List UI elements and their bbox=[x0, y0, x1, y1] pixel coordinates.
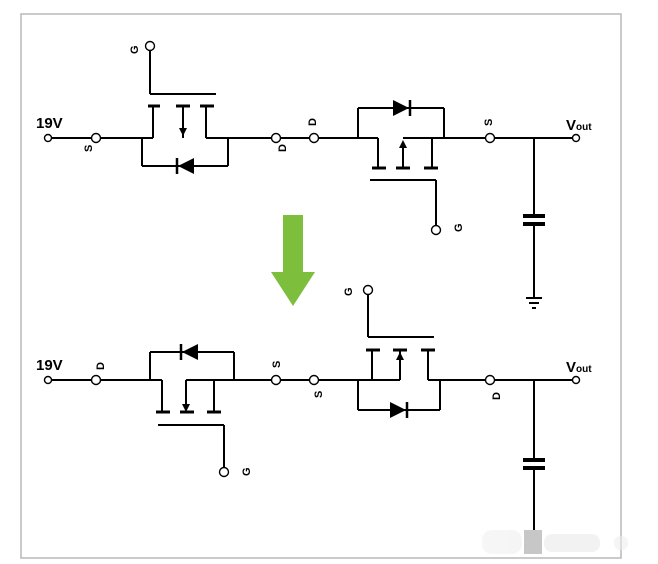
bottom-input-terminal bbox=[43, 375, 53, 385]
bottom-q2-drain-terminal bbox=[484, 374, 496, 386]
bottom-q2-source-label: S bbox=[313, 391, 325, 398]
bottom-q1-gate-label: G bbox=[241, 467, 253, 476]
top-q1-drain-label: D bbox=[277, 144, 289, 152]
bottom-q2-gate-label: G bbox=[343, 287, 355, 296]
top-q1-source-terminal bbox=[90, 132, 102, 144]
bottom-q1-mosfet bbox=[149, 344, 235, 468]
top-q1-gate-label: G bbox=[129, 45, 141, 54]
bottom-q1-drain-label: D bbox=[95, 362, 107, 370]
top-q2-body-diode-icon bbox=[393, 100, 412, 116]
watermark bbox=[482, 530, 628, 554]
bottom-output-label: Vout bbox=[566, 359, 592, 376]
top-q2-mosfet bbox=[357, 100, 445, 226]
bottom-q1-drain-terminal bbox=[90, 374, 102, 386]
top-q1-drain-terminal bbox=[270, 132, 282, 144]
bottom-capacitor-icon bbox=[523, 380, 545, 530]
bottom-q1-source-terminal bbox=[270, 374, 282, 386]
diagram-frame bbox=[20, 13, 622, 559]
bottom-input-label: 19V bbox=[36, 357, 63, 374]
top-circuit: 19V S G D bbox=[36, 40, 592, 309]
bottom-q1-body-diode-icon bbox=[179, 344, 198, 360]
down-arrow-icon bbox=[271, 215, 315, 306]
bottom-q2-gate-terminal bbox=[362, 284, 374, 296]
bottom-q2-drain-label: D bbox=[491, 392, 503, 400]
top-capacitor-icon bbox=[523, 138, 545, 298]
top-q2-gate-terminal bbox=[430, 224, 442, 236]
bottom-q1-gate-terminal bbox=[218, 466, 230, 478]
top-input-terminal bbox=[43, 133, 53, 143]
bottom-q1-source-label: S bbox=[271, 361, 283, 368]
top-q2-drain-terminal bbox=[308, 132, 320, 144]
top-q1-body-diode-icon bbox=[175, 158, 194, 174]
top-q2-gate-label: G bbox=[453, 223, 465, 232]
bottom-circuit: 19V D G S S bbox=[36, 284, 592, 530]
top-q2-drain-label: D bbox=[307, 118, 319, 126]
top-input-label: 19V bbox=[36, 115, 63, 132]
top-q1-source-label: S bbox=[83, 145, 95, 152]
top-q2-source-label: S bbox=[483, 119, 495, 126]
top-q2-source-terminal bbox=[484, 132, 496, 144]
bottom-q2-body-diode-icon bbox=[390, 402, 409, 418]
top-q1-mosfet bbox=[141, 48, 229, 174]
bottom-q2-mosfet bbox=[357, 294, 441, 418]
top-q1-gate-terminal bbox=[144, 40, 156, 52]
bottom-output-terminal bbox=[571, 375, 581, 385]
ground-icon bbox=[526, 297, 542, 309]
top-output-label: Vout bbox=[566, 117, 592, 134]
bottom-q2-source-terminal bbox=[308, 374, 320, 386]
top-output-terminal bbox=[571, 133, 581, 143]
